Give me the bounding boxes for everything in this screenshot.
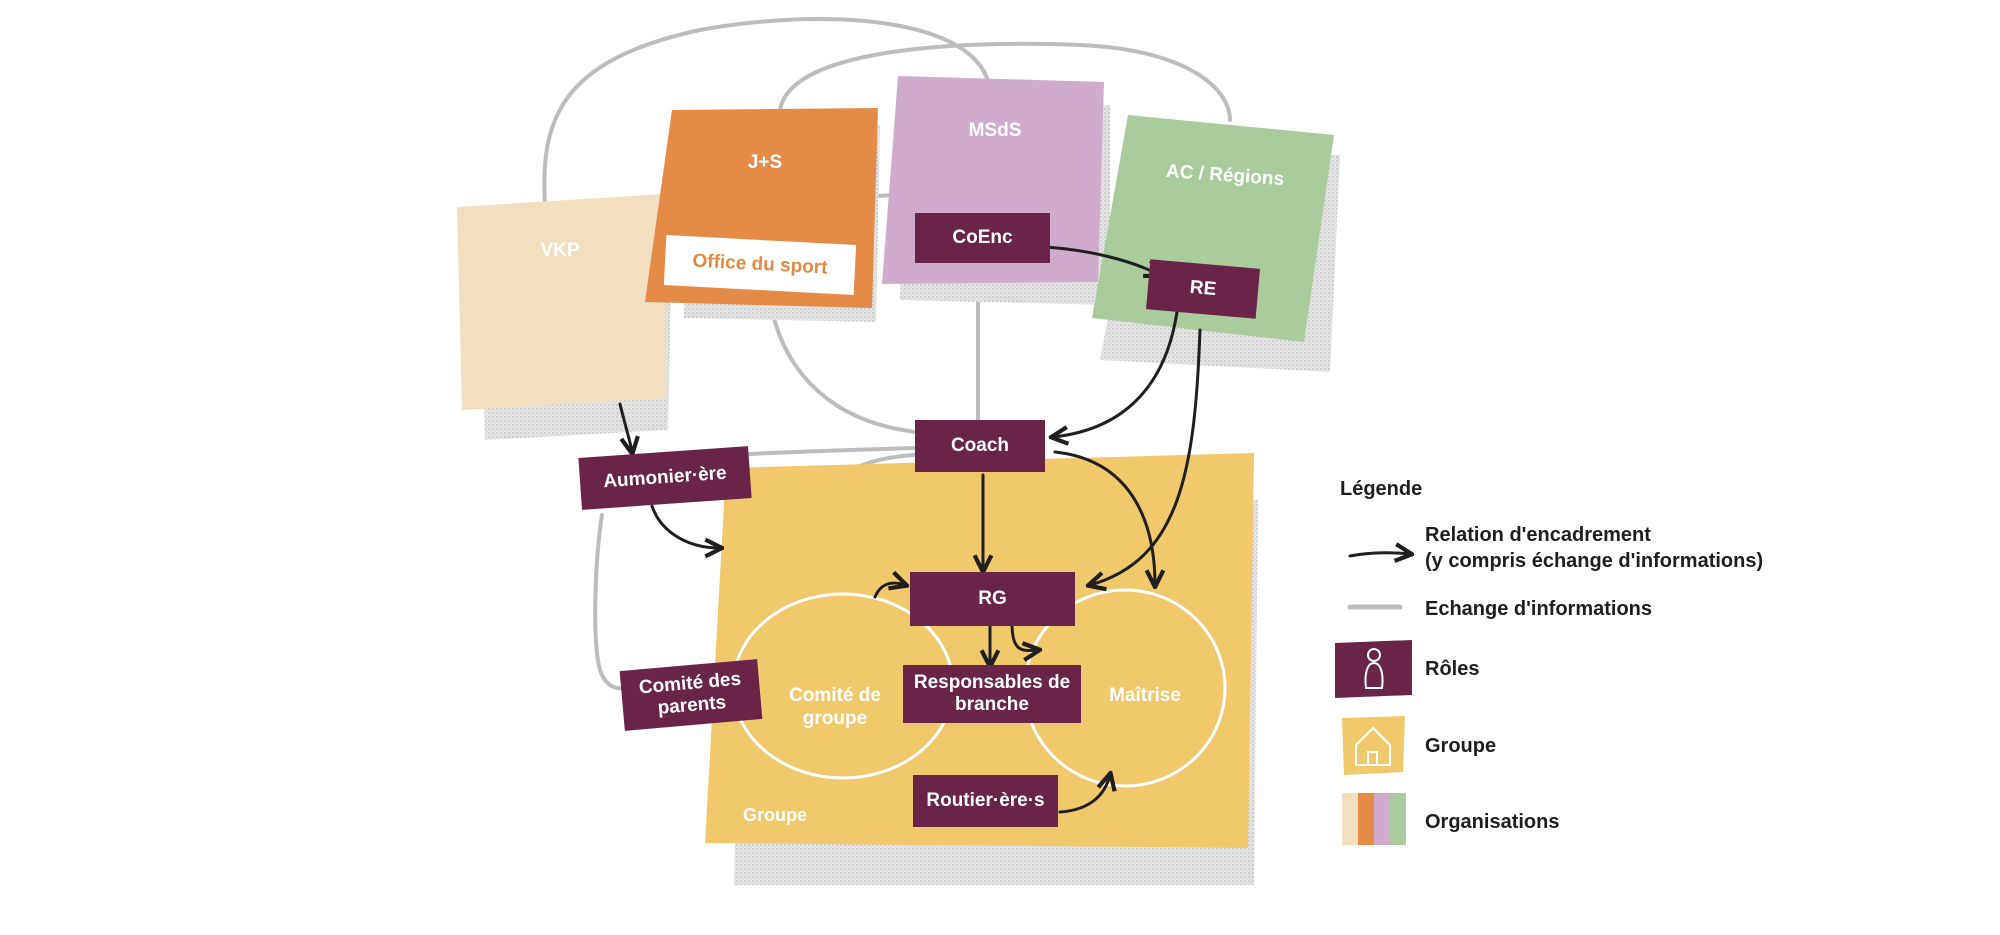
info-lines (542, 17, 1232, 691)
msds-note (882, 76, 1110, 305)
comite-groupe-line2: groupe (802, 707, 868, 729)
legend-role-swatch (1335, 640, 1412, 698)
responsables-tape: Responsables de branche (903, 665, 1081, 723)
js-label: J+S (747, 152, 783, 173)
routier-tape: Routier·ère·s (913, 775, 1058, 827)
arrow-vkp-aumonier (618, 402, 632, 452)
legend-arrow-line (1348, 553, 1410, 556)
ac-note (1092, 115, 1340, 372)
legend-groupe-label: Groupe (1425, 735, 1497, 757)
re-tape: RE (1146, 259, 1260, 319)
info-line-vkp-msds (542, 17, 992, 207)
arrow-coach-maitrise (1053, 450, 1155, 585)
legend-roles-label: Rôles (1425, 658, 1480, 680)
arrow-re-rg (1090, 328, 1202, 585)
legend-info-label: Echange d'informations (1425, 598, 1653, 620)
coenc-tape: CoEnc (915, 213, 1050, 263)
info-line-js-coach (768, 298, 917, 434)
legend-organisations-label: Organisations (1425, 811, 1560, 833)
arrow-rg-responsables-2 (1010, 621, 1038, 651)
arrow-aumonier-groupe (650, 504, 720, 548)
maitrise-label: Maîtrise (1109, 685, 1181, 706)
msds-label: MSdS (968, 120, 1022, 141)
arrow-routier-maitrise (1058, 775, 1110, 814)
legend-arrow-line2: (y compris échange d'informations) (1425, 550, 1764, 572)
office-du-sport-tape: Office du sport (663, 235, 857, 295)
responsables-line2: branche (955, 694, 1029, 715)
info-line-aumonier-parents (593, 513, 627, 691)
coach-tape: Coach (915, 420, 1045, 472)
legend-organisations-swatch (1342, 793, 1406, 845)
arrow-re-coach (1053, 310, 1179, 437)
info-line-coach-aumonier (748, 446, 917, 456)
comite-parents-tape: Comité des parents (619, 659, 763, 731)
legend-arrow-label: Relation d'encadrement (y compris échang… (1425, 522, 1763, 574)
responsables-line1: Responsables de (913, 672, 1071, 694)
legend-arrow-line1: Relation d'encadrement (1425, 524, 1651, 546)
arrow-comite-rg (873, 583, 905, 599)
comite-groupe-line1: Comité de (789, 685, 881, 706)
legend-title: Légende (1340, 478, 1423, 500)
rg-tape: RG (910, 572, 1075, 626)
legend-groupe-swatch (1342, 716, 1405, 775)
person-icon (1364, 648, 1384, 689)
house-icon (1355, 726, 1391, 766)
comite-parents-line2: parents (656, 692, 728, 719)
info-line-js-ac (778, 41, 1232, 122)
groupe-label: Groupe (742, 805, 807, 825)
vkp-note (457, 194, 672, 440)
vkp-label: VKP (540, 240, 580, 261)
